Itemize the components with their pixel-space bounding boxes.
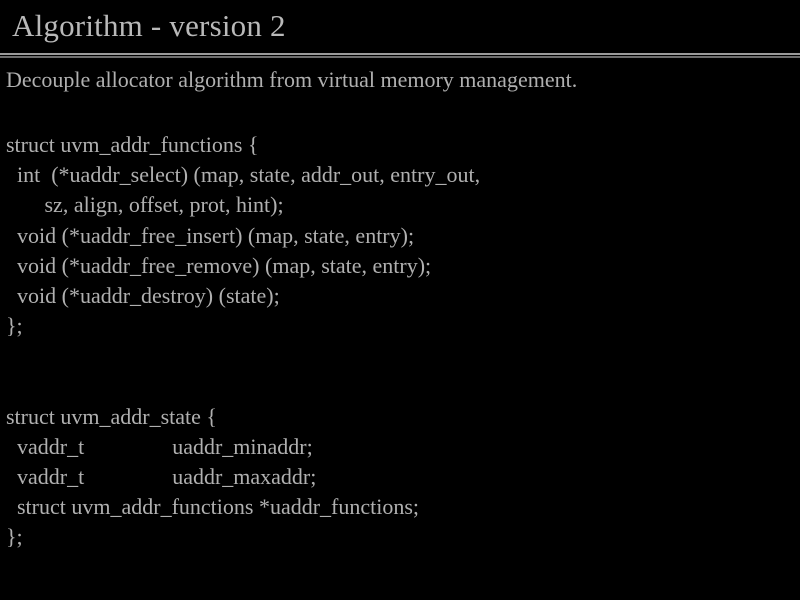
code-line: int (*uaddr_select) (map, state, addr_ou… xyxy=(6,162,481,188)
page-title: Algorithm - version 2 xyxy=(12,8,286,43)
code-line: struct uvm_addr_state { xyxy=(6,403,217,429)
code-line: vaddr_t uaddr_minaddr; xyxy=(6,433,313,459)
code-line: void (*uaddr_free_insert) (map, state, e… xyxy=(6,222,415,248)
code-line: void (*uaddr_free_remove) (map, state, e… xyxy=(6,252,432,278)
code-line-blank xyxy=(6,341,796,371)
code-line: void (*uaddr_destroy) (state); xyxy=(6,282,280,308)
title-divider xyxy=(0,53,800,58)
code-line-blank xyxy=(6,372,796,402)
code-line: struct uvm_addr_functions *uaddr_functio… xyxy=(6,494,420,520)
code-line: sz, align, offset, prot, hint); xyxy=(6,192,284,218)
code-line: struct uvm_addr_functions { xyxy=(6,132,259,157)
code-line: }; xyxy=(6,524,23,550)
lead-statement: Decouple allocator algorithm from virtua… xyxy=(6,67,578,92)
code-line: vaddr_t uaddr_maxaddr; xyxy=(6,464,317,490)
code-line: }; xyxy=(6,313,23,339)
code-block: struct uvm_addr_functions { int (*uaddr_… xyxy=(6,130,796,553)
